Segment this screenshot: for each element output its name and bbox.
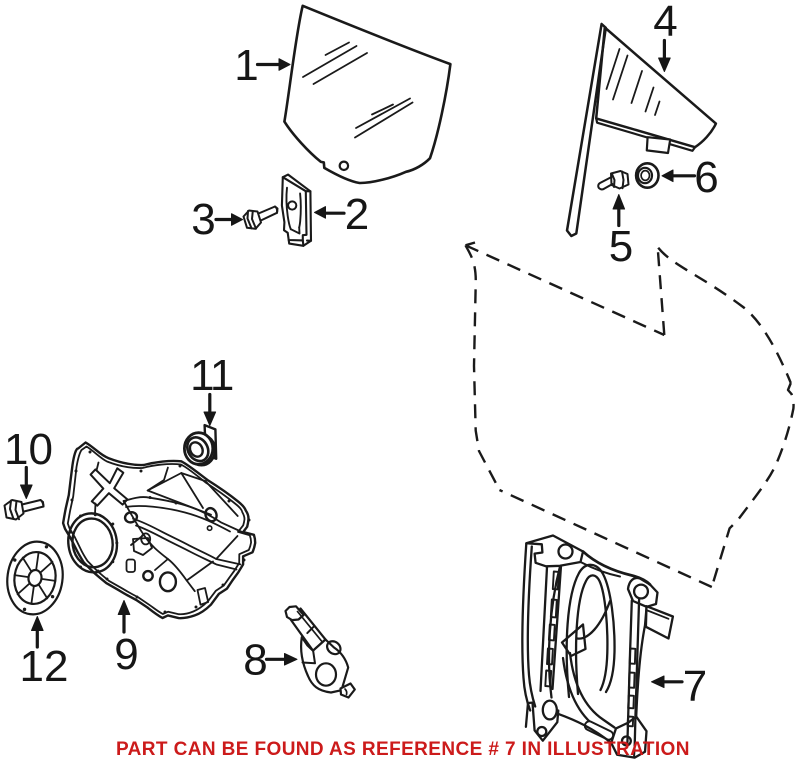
svg-text:3: 3 — [191, 195, 215, 244]
svg-text:9: 9 — [114, 630, 138, 679]
svg-text:8: 8 — [243, 636, 267, 685]
svg-text:2: 2 — [345, 190, 369, 239]
svg-text:5: 5 — [609, 222, 633, 271]
svg-text:4: 4 — [653, 0, 677, 46]
svg-text:12: 12 — [20, 642, 69, 691]
svg-text:10: 10 — [4, 425, 53, 474]
svg-text:6: 6 — [694, 153, 718, 202]
svg-text:1: 1 — [234, 41, 258, 90]
svg-text:PART CAN BE FOUND AS REFERENCE: PART CAN BE FOUND AS REFERENCE # 7 IN IL… — [116, 739, 690, 760]
svg-text:11: 11 — [190, 351, 233, 400]
svg-text:7: 7 — [683, 662, 707, 711]
